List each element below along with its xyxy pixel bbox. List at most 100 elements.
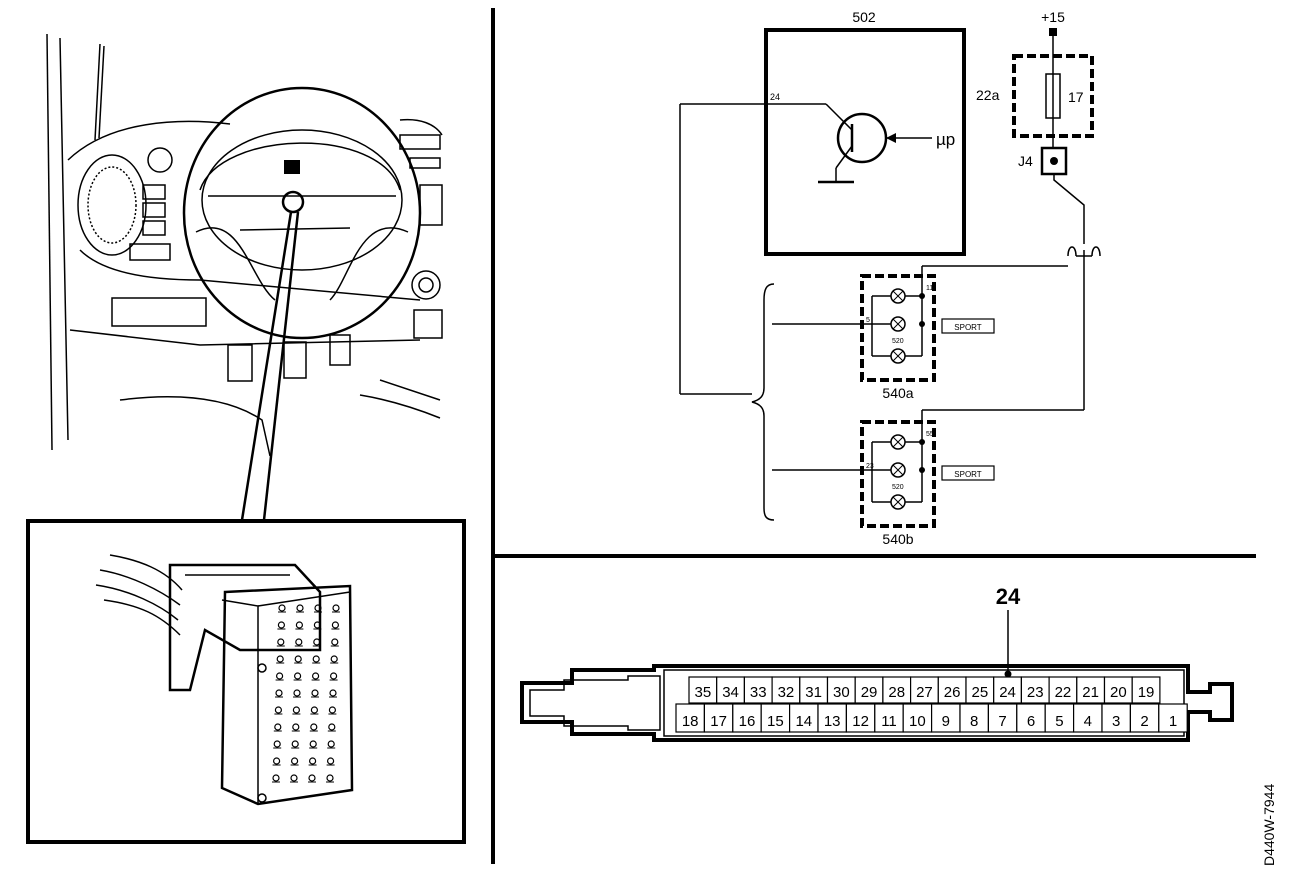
- pinout-pin-cell: 18: [675, 703, 705, 733]
- plug-pin-hole: [327, 740, 335, 748]
- indicator-540a-pin-3: 520: [892, 338, 904, 345]
- pinout-pin-cell: 12: [845, 703, 876, 733]
- pinout-pin-number: 34: [722, 684, 739, 701]
- plug-pin-hole: [276, 655, 284, 663]
- pinout-highlight-label: 24: [996, 584, 1021, 609]
- plug-pin-hole: [277, 638, 285, 646]
- pinout-pin-cell: 9: [930, 703, 961, 733]
- pinout-pin-number: 14: [795, 713, 812, 730]
- plug-pin-hole: [330, 655, 338, 663]
- plug-pin-hole: [276, 672, 284, 680]
- indicator-540b-badge-frame: [941, 465, 995, 481]
- plug-pin-hole: [312, 655, 320, 663]
- pinout-pin-number: 3: [1112, 713, 1120, 730]
- pinout-pin-number: 2: [1140, 713, 1148, 730]
- plug-pin-hole: [331, 621, 339, 629]
- plug-pin-hole: [330, 672, 338, 680]
- plug-pin-hole: [309, 740, 317, 748]
- pinout-pin-cell: 33: [743, 676, 773, 704]
- pinout-pin-cell: 27: [909, 676, 939, 704]
- pinout-pin-cell: 3: [1101, 703, 1131, 733]
- pinout-pin-cell: 2: [1129, 703, 1160, 733]
- plug-pin-hole: [313, 638, 321, 646]
- indicator-540a-box: [860, 274, 936, 382]
- pinout-pin-number: 21: [1082, 684, 1099, 701]
- pinout-pin-number: 20: [1110, 684, 1127, 701]
- pinout-pin-number: 29: [861, 684, 878, 701]
- connector-plug-pin-grid: [257, 604, 340, 803]
- pinout-pin-cell: 29: [854, 676, 884, 704]
- plug-pin-hole: [310, 706, 318, 714]
- indicator-540b-pin-2: 23: [866, 463, 874, 470]
- plug-pin-hole: [294, 672, 302, 680]
- plug-pin-hole: [293, 689, 301, 697]
- pinout-pin-number: 18: [682, 713, 699, 730]
- plug-pin-hole: [274, 706, 282, 714]
- pinout-pin-cell: 28: [882, 676, 912, 704]
- pinout-pin-cell: 31: [799, 676, 829, 704]
- plug-pin-hole: [309, 757, 317, 765]
- pinout-pin-cell: 4: [1072, 703, 1103, 733]
- fuse-box-22a: [1012, 54, 1094, 138]
- pinout-pin-cell: 25: [965, 676, 995, 704]
- pinout-pin-number: 1: [1169, 713, 1177, 730]
- plug-pin-hole: [278, 604, 286, 612]
- indicator-540b-pin-1: 55: [926, 431, 934, 438]
- indicator-540b-label: 540b: [882, 531, 913, 547]
- plug-pin-hole: [291, 740, 299, 748]
- pinout-pin-number: 4: [1084, 713, 1092, 730]
- indicator-540a-badge: SPORT: [954, 323, 982, 332]
- indicator-540b-lamps: [871, 434, 925, 510]
- pinout-pin-cell: 35: [688, 676, 718, 704]
- pinout-pin-cell: 15: [760, 703, 791, 733]
- plug-pin-hole: [332, 604, 340, 612]
- indicator-540b-badge: SPORT: [954, 470, 982, 479]
- pinout-pin-number: 13: [824, 713, 841, 730]
- pinout-pointer-dot: [1004, 670, 1012, 678]
- pinout-pin-number: 22: [1055, 684, 1072, 701]
- pinout-pin-cell: 26: [937, 676, 967, 704]
- pinout-pin-number: 24: [999, 684, 1016, 701]
- pinout-pin-number: 12: [852, 713, 869, 730]
- plug-pin-hole: [328, 723, 336, 731]
- pinout-pin-number: 6: [1027, 713, 1035, 730]
- junction-label: J4: [1018, 153, 1033, 169]
- plug-pin-hole: [328, 706, 336, 714]
- pinout-pin-cell: 16: [732, 703, 762, 733]
- pinout-pin-cell: 19: [1131, 676, 1161, 704]
- supply-terminal: [1049, 28, 1057, 36]
- fuse-17: [1045, 73, 1061, 119]
- plug-pin-hole: [295, 621, 303, 629]
- pinout-pin-number: 19: [1138, 684, 1155, 701]
- pinout-pin-cell: 24: [993, 676, 1023, 704]
- indicator-540a-pin-1: 11: [926, 285, 933, 292]
- transistor-symbol: [680, 103, 932, 184]
- pinout-pin-number: 7: [998, 713, 1006, 730]
- plug-pin-hole: [275, 689, 283, 697]
- plug-latch: [257, 663, 267, 673]
- plug-pin-hole: [273, 757, 281, 765]
- indicator-540a-badge-frame: [941, 318, 995, 334]
- plug-pin-hole: [296, 604, 304, 612]
- ecu-502-box: [764, 28, 966, 256]
- plug-pin-hole: [277, 621, 285, 629]
- plug-pin-hole: [290, 774, 298, 782]
- pinout-pin-cell: 30: [826, 676, 856, 704]
- pinout-pin-cell: 21: [1076, 676, 1106, 704]
- pinout-pin-cell: 13: [817, 703, 847, 733]
- pinout-pin-cell: 32: [771, 676, 801, 704]
- indicator-540b-pin-3: 520: [892, 484, 904, 491]
- pinout-pin-cell: 5: [1044, 703, 1075, 733]
- pinout-pin-number: 16: [739, 713, 756, 730]
- pinout-pin-cell: 14: [788, 703, 819, 733]
- plug-pin-hole: [329, 689, 337, 697]
- plug-latch: [257, 793, 267, 803]
- connector-detail-frame: [26, 519, 466, 844]
- pinout-pin-cell: 23: [1020, 676, 1050, 704]
- pinout-pin-number: 15: [767, 713, 784, 730]
- fuse-number-label: 17: [1068, 89, 1084, 105]
- supply-label: +15: [1041, 9, 1065, 25]
